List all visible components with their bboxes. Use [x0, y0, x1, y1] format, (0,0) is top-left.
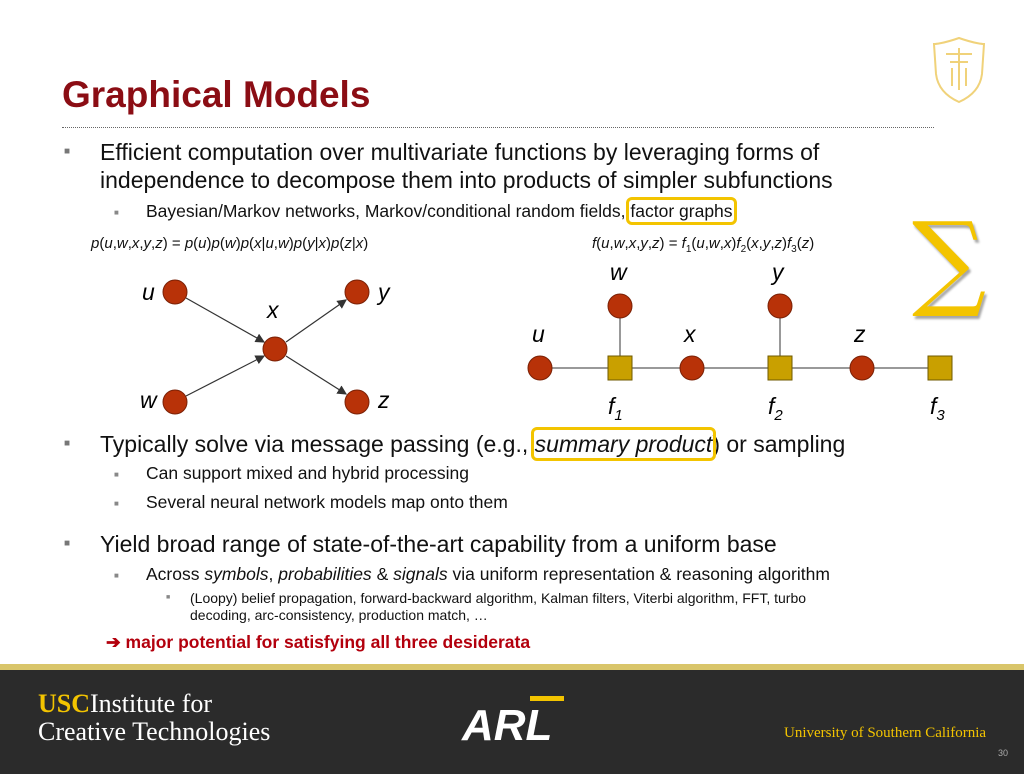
label-f3: f3 — [930, 393, 945, 424]
bayesian-network-diagram: u w x y z — [140, 279, 391, 415]
bullet-text-line: independence to decompose them into prod… — [100, 167, 833, 193]
factor-graph-formula: f(u,w,x,y,z) = f1(u,w,x)f2(x,y,z)f3(z) — [592, 235, 815, 255]
factor-graph-diagram: u x z w y f1 f2 f3 — [527, 259, 953, 424]
bullet-marker-icon: ■ — [64, 538, 71, 549]
arl-logo-text: ARL — [461, 701, 552, 744]
conclusion-line: ➔ major potential for satisfying all thr… — [106, 632, 530, 653]
emphasis-probabilities: probabilities — [278, 564, 372, 584]
label-w: w — [610, 259, 628, 285]
bullet-marker-icon: ■ — [114, 470, 119, 479]
sub-bullet-item: Bayesian/Markov networks, Markov/conditi… — [146, 197, 737, 225]
bullet-text: ) or sampling — [712, 431, 846, 457]
factor-node-f1 — [607, 355, 633, 381]
node-x — [262, 336, 288, 362]
arrow-right-icon: ➔ — [106, 632, 121, 652]
edge-x-z — [285, 355, 348, 395]
label-f1: f1 — [608, 393, 623, 424]
label-f2: f2 — [768, 393, 783, 424]
emphasis-symbols: symbols — [204, 564, 269, 584]
node-u — [162, 279, 188, 305]
conclusion-text: major potential for satisfying all three… — [125, 632, 531, 652]
bullet-item: Efficient computation over multivariate … — [100, 138, 833, 194]
bullet-text-line: (Loopy) belief propagation, forward-back… — [190, 590, 807, 606]
var-node-w — [607, 293, 633, 319]
label-y: y — [376, 279, 391, 305]
bullet-marker-icon: ■ — [166, 594, 171, 601]
usc-seal-icon — [932, 36, 986, 104]
usc-ict-logo: USCInstitute for Creative Technologies — [38, 690, 270, 746]
label-u: u — [142, 279, 155, 305]
arl-logo-icon: ARL — [461, 696, 564, 744]
label-u: u — [532, 321, 545, 347]
text-part: , — [268, 564, 274, 584]
bullet-marker-icon: ■ — [114, 208, 119, 217]
text-part: & — [376, 564, 389, 584]
node-w — [162, 389, 188, 415]
bullet-marker-icon: ■ — [114, 571, 119, 580]
logo-line2: Creative Technologies — [38, 717, 271, 746]
sub-bullet-item: Across symbols, probabilities & signals … — [146, 564, 830, 585]
bullet-text-line: decoding, arc-consistency, production ma… — [190, 607, 488, 623]
label-z: z — [853, 321, 866, 347]
bullet-marker-icon: ■ — [114, 499, 119, 508]
bullet-item: Typically solve via message passing (e.g… — [100, 427, 846, 461]
var-node-z — [849, 355, 875, 381]
sub-bullet-text: Bayesian/Markov networks, Markov/conditi… — [146, 201, 626, 221]
label-x: x — [266, 297, 280, 323]
bullet-text-line: Efficient computation over multivariate … — [100, 139, 820, 165]
usc-footer-text: University of Southern California — [784, 725, 987, 741]
usc-wordmark: USC — [38, 689, 91, 718]
logo-line1: Institute for — [90, 689, 213, 718]
bullet-text: Typically solve via message passing (e.g… — [100, 431, 529, 457]
text-part: via uniform representation & reasoning a… — [452, 564, 830, 584]
edge-u-x — [185, 297, 266, 343]
slide-title: Graphical Models — [62, 74, 371, 115]
label-x: x — [683, 321, 697, 347]
node-y — [344, 279, 370, 305]
bayes-net-formula: p(u,w,x,y,z) = p(u)p(w)p(x|u,w)p(y|x)p(z… — [91, 235, 369, 252]
sub-sub-bullet-item: (Loopy) belief propagation, forward-back… — [190, 590, 806, 624]
factor-node-f3 — [927, 355, 953, 381]
edge-x-y — [285, 299, 347, 343]
node-z — [344, 389, 370, 415]
emphasis-signals: signals — [393, 564, 448, 584]
label-z: z — [377, 387, 390, 413]
bullet-marker-icon: ■ — [64, 438, 71, 449]
factor-node-f2 — [767, 355, 793, 381]
var-node-u — [527, 355, 553, 381]
var-node-x — [679, 355, 705, 381]
label-w: w — [140, 387, 158, 413]
edge-w-x — [185, 355, 266, 397]
var-node-y — [767, 293, 793, 319]
bullet-marker-icon: ■ — [64, 146, 71, 157]
label-y: y — [770, 259, 785, 285]
highlight-factor-graphs: factor graphs — [626, 197, 737, 225]
footer-bar — [0, 664, 1024, 774]
page-number: 30 — [998, 748, 1009, 758]
sub-bullet-item: Several neural network models map onto t… — [146, 492, 508, 512]
text-part: Across — [146, 564, 200, 584]
title-divider — [62, 127, 934, 128]
highlight-summary-product: summary product — [530, 427, 717, 461]
sub-bullet-item: Can support mixed and hybrid processing — [146, 463, 469, 483]
bullet-item: Yield broad range of state-of-the-art ca… — [100, 531, 777, 557]
sigma-icon: ∑ — [912, 199, 987, 321]
